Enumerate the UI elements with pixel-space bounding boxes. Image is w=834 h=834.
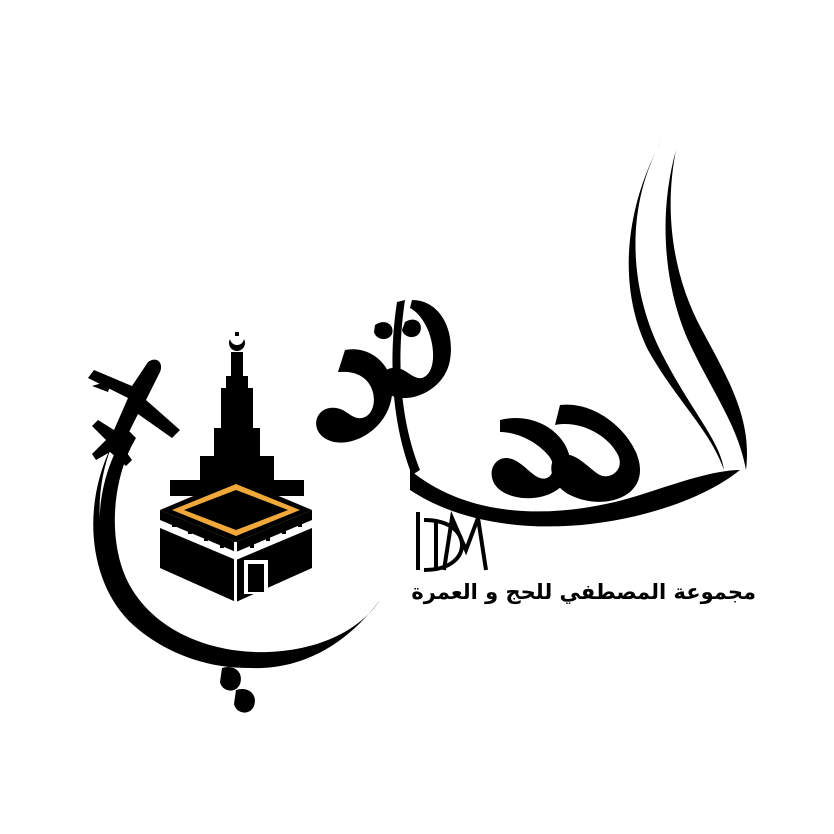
airplane-icon bbox=[88, 359, 180, 466]
monogram-mark bbox=[416, 510, 488, 572]
clock-tower-icon bbox=[170, 352, 304, 496]
kaaba-icon bbox=[160, 478, 312, 602]
tagline-text: مجموعة المصطفي للحج و العمرة bbox=[411, 580, 756, 604]
crescent-icon bbox=[229, 331, 245, 351]
calligraphy-strokes bbox=[93, 140, 747, 713]
